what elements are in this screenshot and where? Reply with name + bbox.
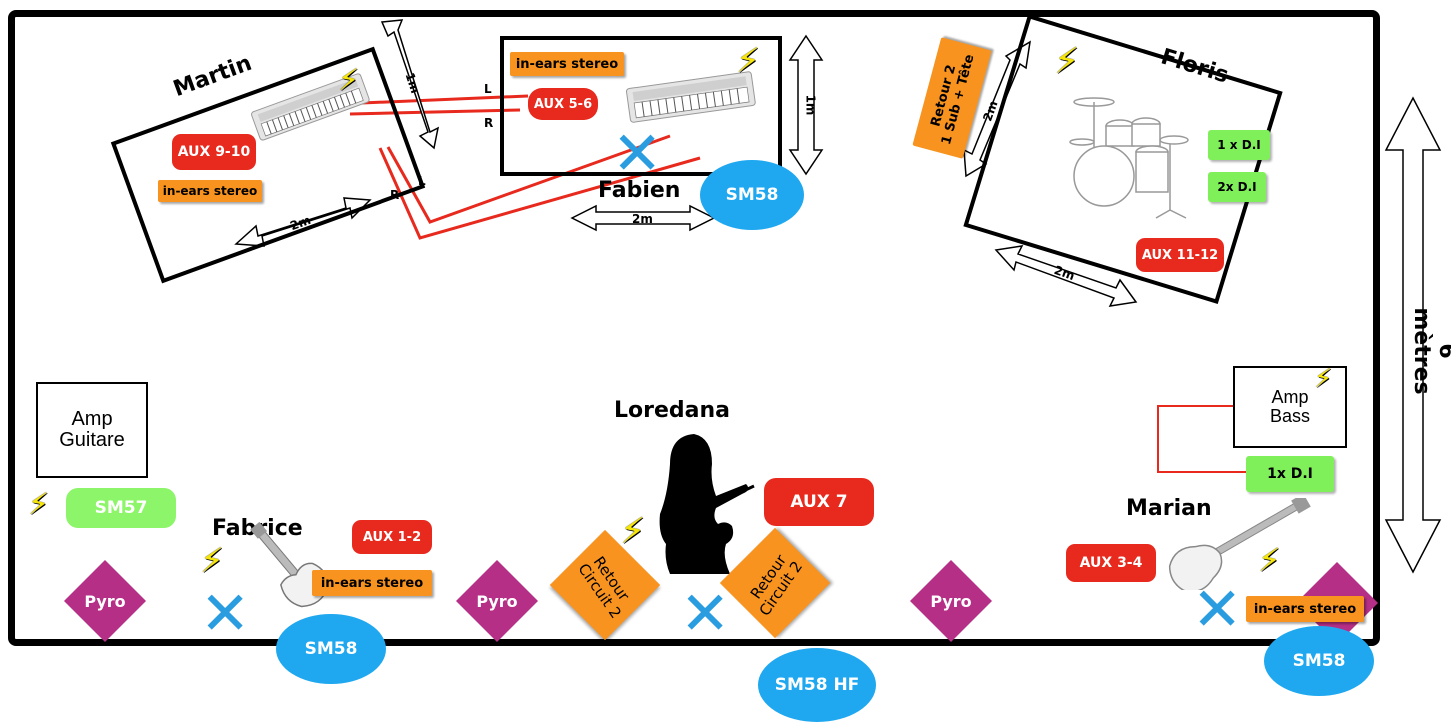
marian-name: Marian bbox=[1126, 496, 1212, 521]
amp-bass-line2: Bass bbox=[1269, 406, 1311, 426]
amp-guitare-line2: Guitare bbox=[59, 429, 125, 451]
power-bolt-icon: ⚡ bbox=[1314, 364, 1333, 394]
arrow-fabien-1m bbox=[788, 34, 824, 176]
aux-5-6-tag: AUX 5-6 bbox=[528, 88, 598, 120]
electric-guitar-icon bbox=[250, 522, 329, 608]
mic-position-x-icon: ✕ bbox=[200, 579, 251, 649]
in-ears-stereo-fabrice: in-ears stereo bbox=[312, 570, 432, 596]
stage-outline bbox=[8, 10, 1380, 646]
aux-11-12-tag: AUX 11-12 bbox=[1136, 238, 1224, 272]
pyro-label-1: Pyro bbox=[84, 592, 126, 611]
arrow-martin-1m bbox=[380, 19, 440, 150]
power-bolt-icon: ⚡ bbox=[620, 511, 646, 552]
power-bolt-icon: ⚡ bbox=[736, 41, 760, 81]
cable-l-label-top: L bbox=[484, 82, 492, 96]
mic-position-x-icon: ✕ bbox=[1192, 575, 1243, 645]
cable-r bbox=[349, 108, 521, 116]
di-1x-floris: 1 x D.I bbox=[1208, 130, 1270, 160]
in-ears-stereo-martin: in-ears stereo bbox=[158, 180, 262, 202]
sm58-hf-bubble: SM58 HF bbox=[758, 648, 876, 722]
amp-bass: Amp Bass bbox=[1233, 366, 1347, 448]
fabien-1m-label: 1m bbox=[803, 94, 818, 116]
power-bolt-icon: ⚡ bbox=[1054, 41, 1080, 82]
drum-kit-icon bbox=[1069, 97, 1189, 219]
aux-1-2-tag: AUX 1-2 bbox=[352, 520, 432, 554]
sm58-marian-bubble: SM58 bbox=[1264, 626, 1374, 696]
aux-7-tag: AUX 7 bbox=[764, 478, 874, 526]
cable-l-lower bbox=[386, 134, 671, 224]
sm58-fabrice-bubble: SM58 bbox=[276, 614, 386, 684]
pyro-label-3: Pyro bbox=[930, 592, 972, 611]
cable-r-lower bbox=[378, 147, 701, 240]
in-ears-stereo-marian: in-ears stereo bbox=[1246, 596, 1364, 622]
power-bolt-icon: ⚡ bbox=[28, 487, 50, 522]
cable-r-label-bottom: R bbox=[390, 188, 400, 202]
keyboard-icon bbox=[251, 73, 370, 141]
loredana-name: Loredana bbox=[614, 398, 731, 423]
keyboard-icon bbox=[626, 71, 756, 123]
in-ears-stereo-fabien: in-ears stereo bbox=[510, 52, 624, 76]
arrow-martin-2m bbox=[234, 197, 372, 247]
mic-position-x-icon: ✕ bbox=[612, 119, 663, 189]
cable-r-label-top: R bbox=[484, 116, 494, 130]
mic-position-x-icon: ✕ bbox=[680, 579, 731, 649]
singer-silhouette-icon bbox=[659, 434, 755, 574]
cable-l-label-bottom: L bbox=[418, 174, 426, 188]
di-bass-tag: 1x D.I bbox=[1246, 456, 1334, 492]
pyro-label-2: Pyro bbox=[476, 592, 518, 611]
stage-depth-label: 6 mètres bbox=[1409, 307, 1451, 395]
sm57-tag: SM57 bbox=[66, 488, 176, 528]
amp-guitare-line1: Amp bbox=[71, 408, 113, 430]
amp-guitare: Amp Guitare bbox=[36, 382, 148, 478]
amp-bass-line1: Amp bbox=[1271, 387, 1309, 408]
cable-l bbox=[337, 94, 529, 106]
sm58-fabien-bubble: SM58 bbox=[700, 160, 804, 230]
fabien-name: Fabien bbox=[598, 178, 681, 203]
aux-9-10-tag: AUX 9-10 bbox=[172, 134, 256, 170]
arrow-stage-depth bbox=[1384, 96, 1442, 574]
arrow-floris-2m-bottom bbox=[994, 245, 1138, 307]
di-2x-floris: 2x D.I bbox=[1208, 172, 1266, 202]
arrow-floris-2m-left bbox=[963, 40, 1031, 178]
aux-3-4-tag: AUX 3-4 bbox=[1066, 544, 1156, 582]
fabien-riser bbox=[500, 36, 782, 176]
fabien-2m-label: 2m bbox=[632, 212, 653, 226]
power-bolt-icon: ⚡ bbox=[1258, 541, 1281, 579]
power-bolt-icon: ⚡ bbox=[338, 63, 360, 98]
bass-guitar-icon bbox=[1168, 498, 1311, 590]
bass-cable bbox=[1157, 405, 1252, 473]
power-bolt-icon: ⚡ bbox=[200, 541, 224, 581]
